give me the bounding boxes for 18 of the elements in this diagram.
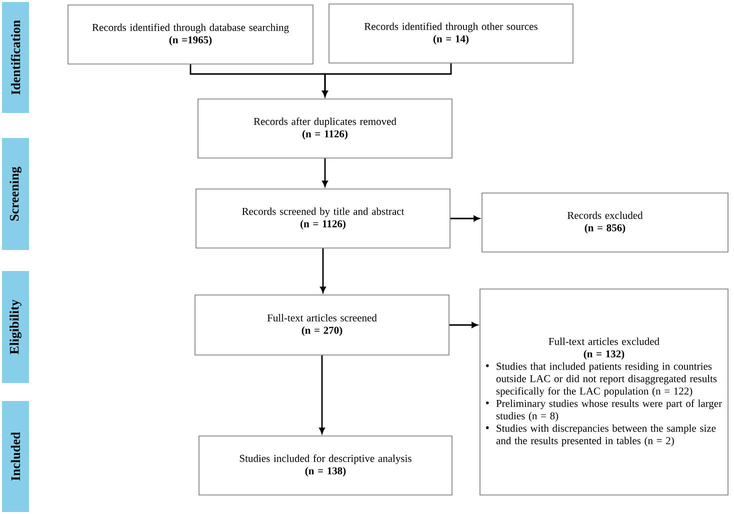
process-box: Records identified through other sources (n = 14) — [328, 4, 574, 64]
process-box: Records screened by title and abstract (n = 1126) — [196, 188, 450, 248]
process-box: Records after duplicates removed (n = 1126) — [198, 98, 452, 158]
arrow — [320, 248, 326, 293]
stage-band: Eligibility — [2, 271, 29, 383]
arrow — [319, 355, 325, 434]
stage-band: Screening — [2, 138, 29, 250]
process-box: Records excluded (n = 856) — [482, 192, 728, 252]
arrow — [322, 158, 328, 187]
process-box: Full-text articles screened (n = 270) — [194, 294, 450, 356]
arrow — [449, 322, 478, 328]
process-box: Studies included for descriptive analysis (n = 138) — [198, 436, 452, 496]
arrow — [322, 63, 452, 97]
stage-band: Included — [2, 400, 29, 512]
process-box: Records identified through database searching (n =1965) — [68, 4, 314, 64]
process-box: Full-text articles excluded (n = 132) Studies that included patients residing in countries outside LAC or did not report disaggregated results specifically for the LAC population (n = 122) Preliminary studies whose results were part of larger studies (n = 8) Studies with discrepancies between the sample size and the results presented in tables (n = 2) — [480, 288, 728, 496]
arrow — [450, 216, 480, 222]
stage-band: Identification — [2, 2, 29, 113]
